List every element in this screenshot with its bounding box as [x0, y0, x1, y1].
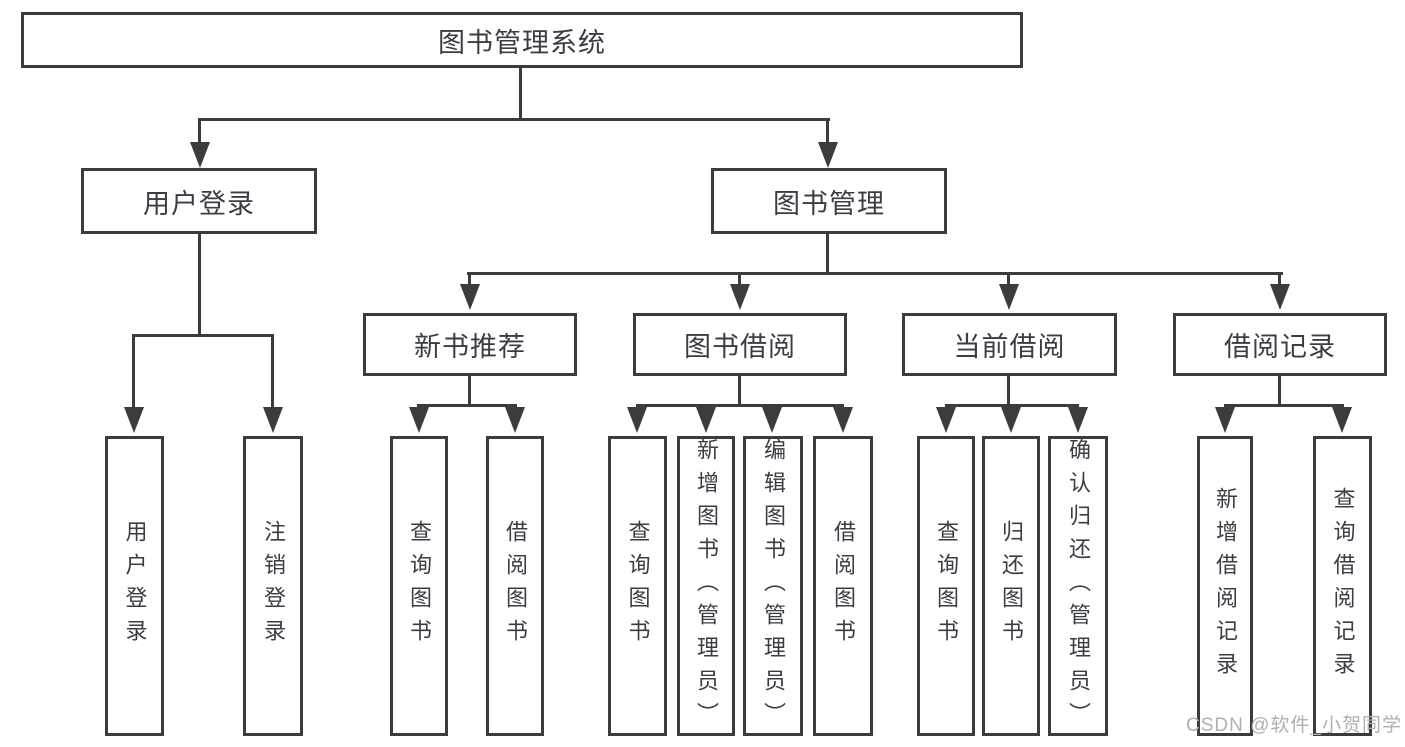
leaf-add-books-admin: 新增图书（管理员） [677, 436, 735, 736]
leaf-logout-login: 注销登录 [243, 436, 303, 736]
node-label: 图书管理 [773, 188, 885, 219]
node-label: 注销登录 [261, 520, 286, 652]
node-root: 图书管理系统 [21, 12, 1023, 68]
arrow-down-icon [1215, 407, 1235, 433]
node-label: 编辑图书（管理员） [761, 437, 786, 735]
leaf-add-borrow-record: 新增借阅记录 [1197, 436, 1253, 736]
node-label: 新增借阅记录 [1213, 487, 1238, 685]
connector-line [826, 234, 829, 275]
arrow-down-icon [505, 407, 525, 433]
arrow-down-icon [762, 407, 782, 433]
connector-line [738, 376, 741, 407]
connector-line [826, 118, 829, 144]
connector-line [467, 272, 1283, 275]
leaf-confirm-return-admin: 确认归还（管理员） [1048, 436, 1108, 736]
node-label: 当前借阅 [953, 332, 1066, 362]
node-label: 借阅图书 [831, 520, 856, 652]
arrow-down-icon [730, 284, 750, 310]
node-borrowing-records: 借阅记录 [1173, 313, 1387, 376]
connector-line [636, 404, 844, 407]
node-label: 查询借阅记录 [1330, 487, 1356, 685]
arrow-down-icon [190, 142, 210, 168]
connector-line [271, 334, 274, 409]
node-label: 借阅图书 [503, 520, 528, 652]
leaf-query-borrow-record: 查询借阅记录 [1313, 436, 1372, 736]
arrow-down-icon [627, 407, 647, 433]
connector-line [1007, 272, 1010, 286]
connector-line [132, 334, 135, 409]
leaf-query-books-current: 查询图书 [917, 436, 975, 736]
arrow-down-icon [1270, 284, 1290, 310]
node-label: 借阅记录 [1224, 332, 1336, 362]
connector-line [1278, 376, 1281, 407]
arrow-down-icon [409, 407, 429, 433]
arrow-down-icon [1332, 407, 1352, 433]
arrow-down-icon [696, 407, 716, 433]
node-label: 查询图书 [407, 520, 432, 652]
leaf-borrow-books-recommend: 借阅图书 [486, 436, 544, 736]
leaf-query-books-recommend: 查询图书 [390, 436, 448, 736]
connector-line [198, 118, 830, 121]
arrow-down-icon [124, 407, 144, 433]
node-label: 用户登录 [143, 188, 255, 219]
leaf-user-login: 用户登录 [105, 436, 164, 736]
connector-line [1224, 404, 1344, 407]
arrow-down-icon [999, 284, 1019, 310]
leaf-query-books-borrow: 查询图书 [608, 436, 667, 736]
leaf-borrow-books-borrow: 借阅图书 [813, 436, 873, 736]
arrow-down-icon [818, 142, 838, 168]
node-label: 查询图书 [625, 520, 651, 652]
arrow-down-icon [833, 407, 853, 433]
node-label: 新书推荐 [414, 332, 526, 362]
connector-line [132, 334, 274, 337]
connector-line [198, 233, 201, 337]
arrow-down-icon [1068, 407, 1088, 433]
connector-line [738, 272, 741, 286]
node-label: 确认归还（管理员） [1066, 437, 1091, 735]
node-user-login: 用户登录 [81, 168, 317, 234]
node-label: 归还图书 [999, 520, 1024, 652]
arrow-down-icon [263, 407, 283, 433]
node-label: 用户登录 [122, 520, 148, 652]
connector-line [1007, 376, 1010, 407]
node-new-book-recommendation: 新书推荐 [363, 313, 577, 376]
node-label: 新增图书（管理员） [694, 437, 719, 735]
arrow-down-icon [936, 407, 956, 433]
leaf-edit-books-admin: 编辑图书（管理员） [743, 436, 803, 736]
node-book-borrowing: 图书借阅 [633, 313, 847, 376]
connector-line [1278, 272, 1281, 286]
node-label: 图书管理系统 [438, 27, 606, 58]
connector-line [945, 404, 1079, 407]
leaf-return-books: 归还图书 [982, 436, 1040, 736]
arrow-down-icon [1001, 407, 1021, 433]
connector-line [198, 118, 201, 144]
connector-line [468, 376, 471, 407]
connector-line [519, 68, 522, 120]
node-current-borrowing: 当前借阅 [902, 313, 1117, 376]
node-book-management: 图书管理 [711, 168, 947, 234]
connector-line [417, 404, 517, 407]
connector-line [468, 272, 471, 286]
node-label: 查询图书 [934, 520, 959, 652]
arrow-down-icon [460, 284, 480, 310]
node-label: 图书借阅 [684, 332, 796, 362]
watermark: CSDN @软件_小贺同学 [1186, 715, 1402, 736]
